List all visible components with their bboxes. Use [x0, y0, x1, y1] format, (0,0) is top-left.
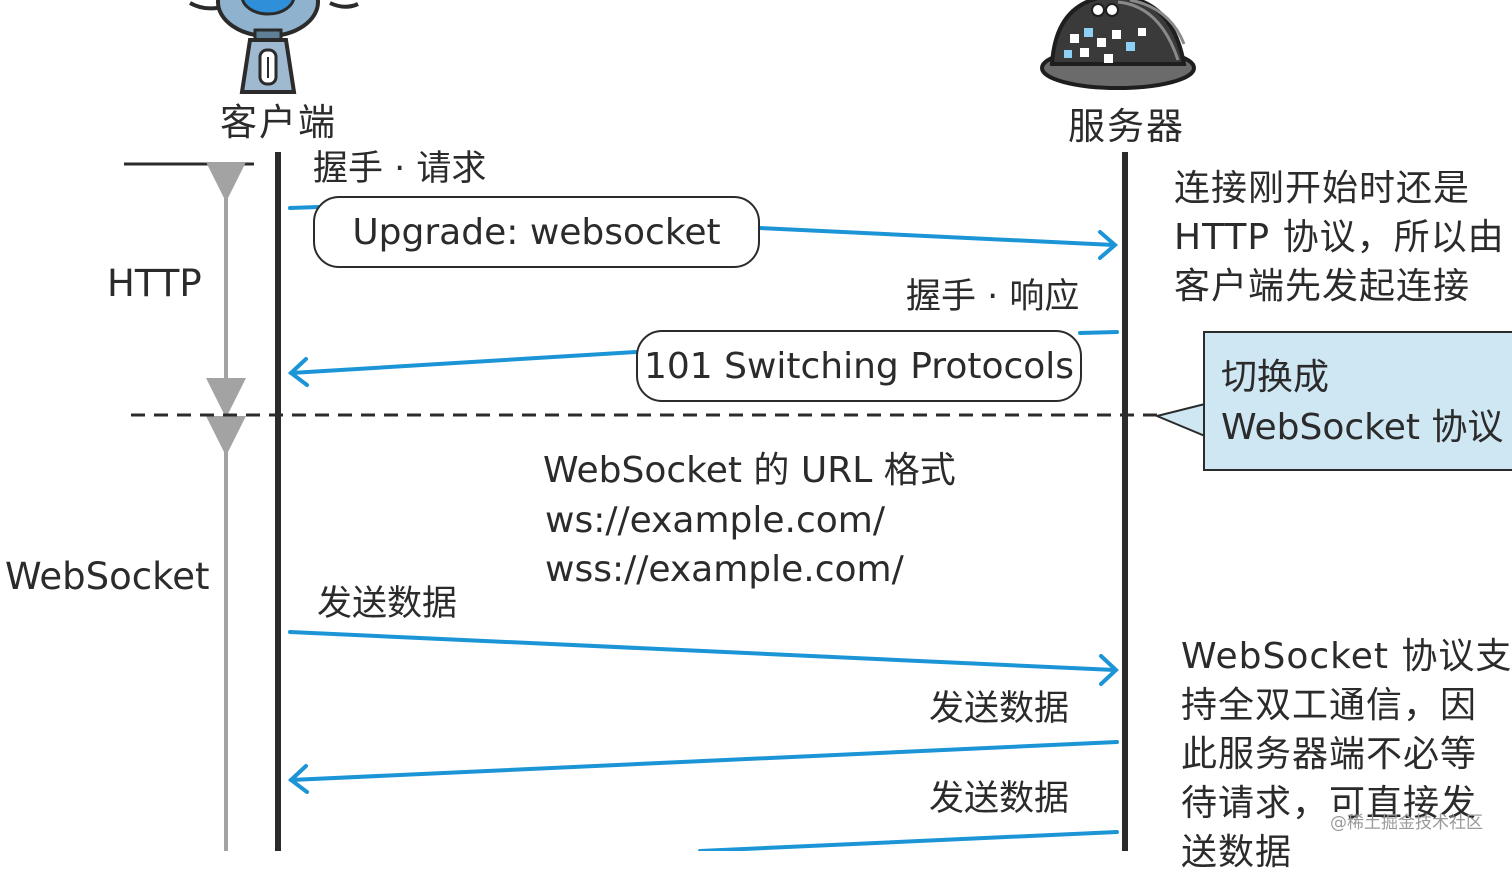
server-label: 服务器 [1068, 105, 1185, 148]
data-arrow-server-to-client-2 [698, 830, 1119, 851]
url-format-ws: ws://example.com/ [545, 500, 885, 541]
full-duplex-note-line: 送数据 [1181, 832, 1293, 873]
watermark: @稀土掘金技术社区 [1330, 813, 1483, 833]
http-phase-label: HTTP [107, 262, 202, 305]
send-data-label-2: 发送数据 [929, 689, 1070, 729]
upgrade-header-text: Upgrade: websocket [352, 211, 721, 253]
full-duplex-note-line: 此服务器端不必等 [1181, 734, 1478, 775]
websocket-phase-label: WebSocket [5, 555, 210, 598]
handshake-request-arrow [288, 205, 1119, 260]
switch-callout-line: WebSocket 协议 [1221, 407, 1504, 448]
switch-protocol-callout: 切换成 WebSocket 协议 [1203, 331, 1512, 471]
url-format-wss: wss://example.com/ [545, 549, 904, 590]
switching-status-text: 101 Switching Protocols [643, 345, 1075, 387]
http-start-note-line: 客户端先发起连接 [1174, 266, 1471, 307]
sequence-diagram [124, 0, 1206, 851]
client-label: 客户端 [220, 101, 337, 144]
server-dome-icon [1040, 0, 1196, 90]
handshake-response-arrow [287, 330, 1119, 387]
send-data-label-1: 发送数据 [317, 584, 458, 624]
handshake-request-label: 握手 · 请求 [313, 149, 487, 189]
upgrade-header-box: Upgrade: websocket [313, 196, 760, 268]
switching-status-box: 101 Switching Protocols [636, 330, 1082, 402]
full-duplex-note: WebSocket 协议支 持全双工通信，因 此服务器端不必等 待请求，可直接发… [1181, 632, 1512, 877]
http-start-note-line: HTTP 协议，所以由 [1174, 217, 1505, 258]
data-arrow-client-to-server [288, 630, 1119, 686]
full-duplex-note-line: 待请求，可直接发 [1181, 783, 1478, 824]
full-duplex-note-line: 持全双工通信，因 [1181, 685, 1478, 726]
data-arrow-server-to-client-1 [287, 740, 1119, 794]
callout-pointer [1153, 402, 1206, 438]
http-start-note-line: 连接刚开始时还是 [1174, 168, 1471, 209]
switch-callout-line: 切换成 [1221, 357, 1330, 398]
full-duplex-note-line: WebSocket 协议支 [1181, 636, 1512, 677]
robot-client-icon [189, 0, 359, 94]
handshake-response-label: 握手 · 响应 [906, 277, 1080, 317]
send-data-label-3: 发送数据 [929, 779, 1070, 819]
http-start-note: 连接刚开始时还是 HTTP 协议，所以由 客户端先发起连接 [1174, 164, 1505, 311]
url-format-title: WebSocket 的 URL 格式 [543, 450, 956, 491]
